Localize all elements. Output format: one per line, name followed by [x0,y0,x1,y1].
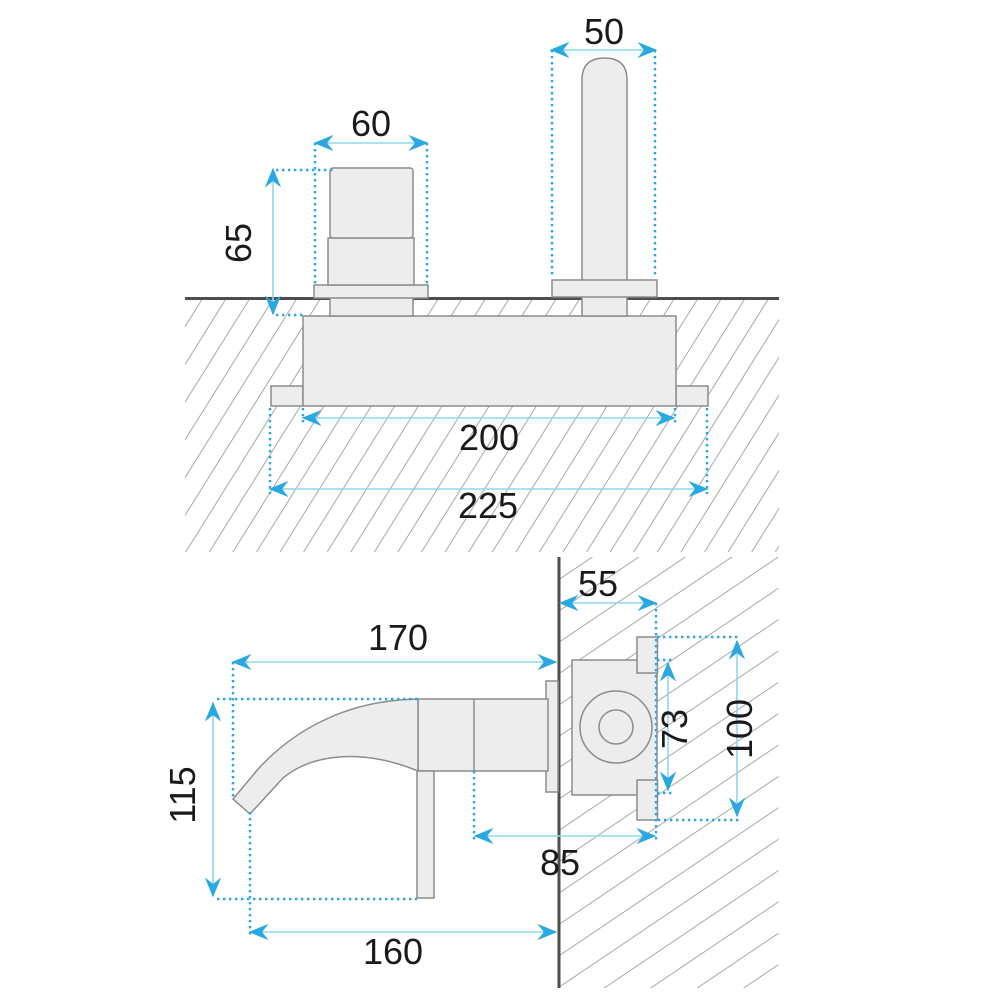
dim-body-width: 200 [301,408,677,458]
handle-upper-block [329,167,414,239]
dim-label-overall-height: 115 [162,766,203,823]
dim-label-rough-in-height: 100 [719,699,760,759]
dim-label-valve-depth: 85 [540,842,580,883]
dim-label-wall-inset: 55 [578,563,618,604]
handle-escutcheon [313,284,429,299]
dim-label-overall-width: 225 [458,485,518,526]
dim-handle-height: 65 [218,167,333,317]
front-elevation-view: 60 50 65 200 225 [185,11,779,552]
handle-lower-block [327,237,415,286]
fixing-ear-right [675,385,709,407]
valve-cartridge-inner-circle [598,709,634,745]
dim-spout-reach: 170 [231,617,558,799]
dim-label-spout-reach: 170 [368,617,428,658]
valve-cartridge-outer-circle [579,690,653,764]
side-elevation-view: 170 115 160 55 73 [162,557,779,988]
dim-label-outlet-reach: 160 [363,931,423,972]
valve-body [571,659,658,796]
dim-handle-width: 60 [313,103,429,284]
cartridge-escutcheon [551,279,658,298]
valve-tab-bottom [636,779,659,821]
dim-outlet-reach: 160 [248,812,558,972]
dim-overall-width: 225 [268,408,709,526]
dim-spout-base-width: 50 [549,11,658,278]
dim-valve-body-height: 73 [654,658,695,795]
dim-valve-depth: 85 [472,771,657,883]
dim-label-valve-body-height: 73 [654,709,695,749]
lever-handle [416,770,435,899]
dim-wall-inset: 55 [558,563,658,840]
dim-label-handle-width: 60 [351,103,391,144]
spout-cartridge [581,57,628,317]
spout-body-tube [417,698,549,772]
fixing-ear-left [270,385,304,407]
dim-overall-height: 115 [162,697,418,901]
dim-rough-in-height: 100 [657,635,760,822]
curved-spout [231,698,419,816]
valve-tab-top [636,636,659,674]
concealed-body [302,315,677,407]
dim-label-body-width: 200 [459,417,519,458]
dim-label-spout-base-width: 50 [584,11,624,52]
dim-label-handle-height: 65 [218,223,259,263]
